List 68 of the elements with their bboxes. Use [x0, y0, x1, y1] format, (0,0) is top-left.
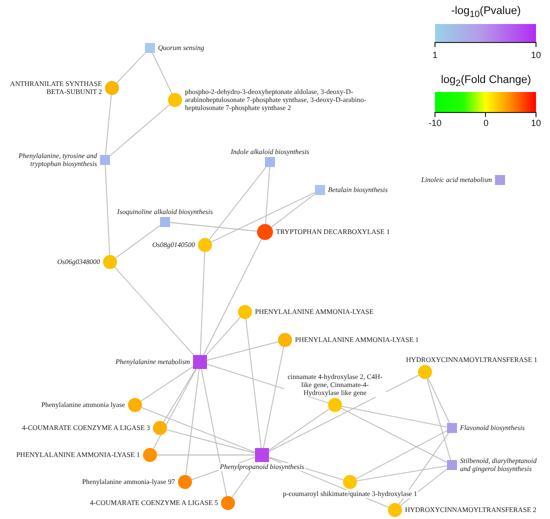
connector-line	[270, 193, 316, 228]
pathway-node	[447, 423, 457, 433]
gene-node	[198, 238, 212, 252]
pathway-node	[495, 175, 505, 185]
connector-line	[104, 164, 110, 256]
gene-node	[103, 255, 117, 269]
connector-line	[208, 166, 267, 240]
connector-line	[110, 104, 170, 156]
connector-line	[206, 341, 279, 361]
connector-line	[152, 52, 172, 94]
connector-line	[200, 368, 228, 497]
gene-node	[388, 503, 402, 517]
connector-line	[185, 368, 200, 476]
connector-line	[156, 454, 256, 456]
connector-line	[114, 266, 194, 356]
connector-line	[262, 346, 284, 448]
gene-node	[257, 224, 273, 240]
gene-node	[328, 398, 342, 412]
tick-label: 1	[432, 50, 438, 60]
pathway-node	[447, 460, 457, 470]
connector-line	[141, 407, 256, 453]
gene-node	[143, 448, 157, 462]
tick-label: -10	[428, 118, 442, 128]
pathway-node	[255, 448, 269, 462]
gene-node	[343, 475, 357, 489]
connector-line	[163, 368, 196, 422]
pathway-node	[315, 185, 325, 195]
connector-line	[356, 430, 448, 480]
gene-node	[153, 421, 167, 435]
gene-node	[238, 305, 252, 319]
tick-label: 0	[484, 118, 488, 128]
connector-line	[200, 252, 206, 356]
connector-line	[265, 166, 270, 224]
gene-node	[278, 333, 292, 347]
connector-line	[203, 238, 262, 356]
pathway-node	[193, 355, 207, 369]
tick-label: 10	[531, 118, 541, 128]
connector-line	[170, 222, 258, 232]
gene-node	[418, 365, 432, 379]
connector-line	[340, 408, 448, 463]
pathway-node	[160, 217, 170, 227]
gene-node	[178, 475, 192, 489]
connector-line	[166, 429, 256, 454]
connector-line	[426, 378, 451, 460]
connector-line	[341, 406, 448, 428]
gene-node	[168, 93, 182, 107]
scale-title: -log$_{10}$(Pvalue)	[451, 5, 521, 22]
connector-line	[152, 368, 197, 450]
gene-node	[221, 496, 235, 510]
pathway-node	[100, 155, 110, 165]
connector-line	[398, 432, 449, 505]
connector-line	[245, 318, 262, 448]
connector-line	[105, 94, 112, 156]
connector-line	[268, 374, 420, 452]
gene-node	[105, 81, 119, 95]
connector-line	[268, 408, 330, 451]
pathway-node	[265, 157, 275, 167]
connector-line	[206, 316, 241, 356]
connector-line	[356, 465, 448, 482]
tick-label: 10	[531, 50, 541, 60]
connector-line	[115, 225, 160, 258]
connector-line	[210, 192, 316, 242]
connector-line	[116, 52, 146, 84]
connector-line	[428, 378, 450, 424]
connector-line	[140, 366, 194, 402]
scale-title: log$_{2}$(Fold Change)	[440, 74, 532, 90]
gene-node	[128, 398, 142, 412]
pathway-node	[145, 43, 155, 53]
